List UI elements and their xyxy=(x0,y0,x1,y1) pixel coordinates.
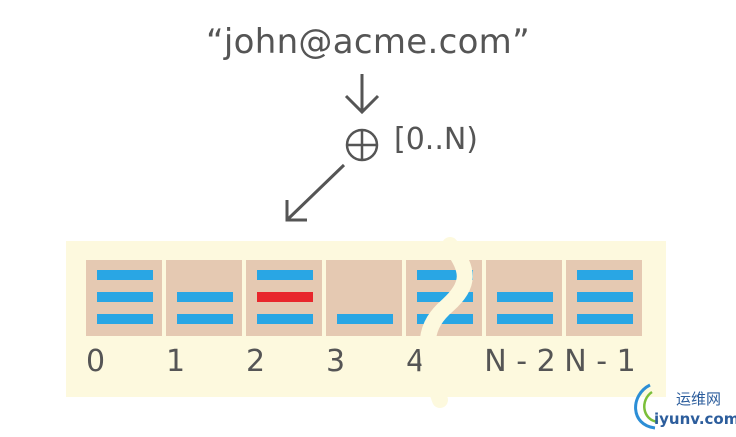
watermark-domain: iyunv.com xyxy=(654,410,736,428)
bucket-entry xyxy=(577,270,633,280)
watermark-chinese: 运维网 xyxy=(676,390,722,408)
bucket-2 xyxy=(246,260,322,336)
bucket-label-1: 1 xyxy=(166,344,186,379)
input-key-text: “john@acme.com” xyxy=(205,22,531,62)
bucket-0 xyxy=(86,260,162,336)
down-arrow-icon xyxy=(344,74,380,115)
bucket-entry xyxy=(177,292,233,302)
bucket-entry xyxy=(417,270,473,280)
bucket-entry xyxy=(97,270,153,280)
diagonal-arrow-icon xyxy=(285,163,346,222)
bucket-label-0: 0 xyxy=(86,344,106,379)
bucket-entry xyxy=(497,314,553,324)
bucket-entry xyxy=(177,314,233,324)
bucket-entry xyxy=(577,314,633,324)
bucket-entry xyxy=(97,314,153,324)
bucket-5 xyxy=(486,260,562,336)
highlighted-entry xyxy=(257,292,313,302)
bucket-label-6: N - 1 xyxy=(564,344,636,379)
bucket-3 xyxy=(326,260,402,336)
bucket-entry xyxy=(337,314,393,324)
bucket-6 xyxy=(566,260,642,336)
bucket-1 xyxy=(166,260,242,336)
xor-icon xyxy=(345,128,379,162)
range-label: [0..N) xyxy=(394,122,479,157)
bucket-label-2: 2 xyxy=(246,344,266,379)
bucket-entry xyxy=(577,292,633,302)
bucket-entry xyxy=(257,270,313,280)
bucket-entry xyxy=(497,292,553,302)
bucket-label-3: 3 xyxy=(326,344,346,379)
bucket-entry xyxy=(97,292,153,302)
bucket-label-5: N - 2 xyxy=(484,344,556,379)
bucket-entry xyxy=(257,314,313,324)
